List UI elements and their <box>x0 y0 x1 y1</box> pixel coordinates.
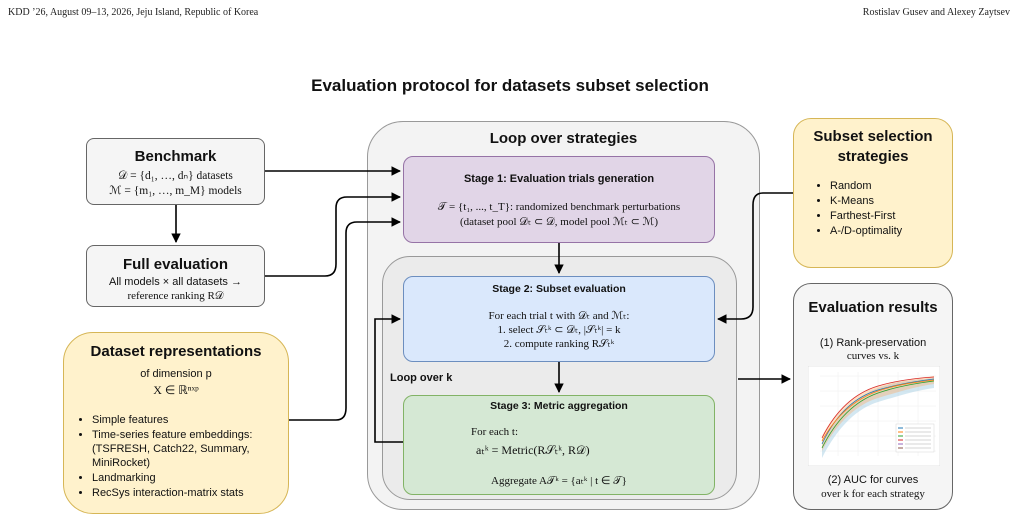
loop-k-label: Loop over k <box>390 372 453 384</box>
representation-item: Time-series feature embeddings: (TSFRESH… <box>92 428 282 470</box>
strategy-item: A-/D-optimality <box>830 224 945 238</box>
stage1-heading: Stage 1: Evaluation trials generation <box>463 173 655 185</box>
benchmark-line1: 𝒟 = {d₁, …, dₙ} datasets <box>118 170 233 182</box>
benchmark-heading: Benchmark <box>134 148 217 165</box>
stage1-box: Stage 1: Evaluation trials generation 𝒯 … <box>403 156 715 243</box>
results-heading: Evaluation results <box>808 299 938 316</box>
stage3-line3: Aggregate A𝒯ᵏ = {aₜᵏ | t ∈ 𝒯} <box>491 475 627 487</box>
results-line1: (1) Rank-preservation <box>819 337 927 349</box>
full-evaluation-box: Full evaluation All models × all dataset… <box>86 245 265 307</box>
results-box: Evaluation results (1) Rank-preservation… <box>793 283 953 510</box>
loop-strategies-heading: Loop over strategies <box>489 130 638 147</box>
stage2-line2: 1. select 𝒮ₜᵏ ⊂ 𝒟ₜ, |𝒮ₜᵏ| = k <box>497 324 621 336</box>
results-line3: (2) AUC for curves <box>827 474 919 486</box>
stage3-heading: Stage 3: Metric aggregation <box>490 400 628 412</box>
representation-item: RecSys interaction-matrix stats <box>92 486 282 500</box>
full-evaluation-line2: reference ranking R𝒟 <box>127 290 224 302</box>
dataset-representations-line1: of dimension p <box>140 368 212 380</box>
results-line4: over k for each strategy <box>821 488 925 500</box>
stage3-box: Stage 3: Metric aggregation For each t: … <box>403 395 715 495</box>
header-authors: Rostislav Gusev and Alexey Zaytsev <box>862 7 1010 18</box>
dataset-representations-heading: Dataset representations <box>90 343 262 360</box>
dataset-representations-line2: X ∈ ℝⁿˣᵖ <box>153 383 199 397</box>
full-evaluation-heading: Full evaluation <box>122 256 228 273</box>
representation-item: Landmarking <box>92 471 282 485</box>
stage2-box: Stage 2: Subset evaluation For each tria… <box>403 276 715 362</box>
stage3-line1: For each t: <box>471 426 519 438</box>
benchmark-box: Benchmark 𝒟 = {d₁, …, dₙ} datasets ℳ = {… <box>86 138 265 205</box>
strategies-list: Random K-Means Farthest-First A-/D-optim… <box>810 179 945 239</box>
figure-title: Evaluation protocol for datasets subset … <box>311 76 709 95</box>
strategies-box: Subset selection strategies Random K-Mea… <box>793 118 953 268</box>
stage1-line2: (dataset pool 𝒟ₜ ⊂ 𝒟, model pool ℳₜ ⊂ ℳ) <box>460 216 658 228</box>
stage2-heading: Stage 2: Subset evaluation <box>492 283 626 295</box>
strategy-item: K-Means <box>830 194 945 208</box>
representation-list: Simple features Time-series feature embe… <box>72 413 282 501</box>
benchmark-line2: ℳ = {m₁, …, m_M} models <box>109 185 242 197</box>
dataset-representations-box: Dataset representations of dimension p X… <box>63 332 289 514</box>
strategies-heading: Subset selection strategies <box>813 128 933 165</box>
strategy-item: Farthest-First <box>830 209 945 223</box>
results-line2: curves vs. k <box>846 350 900 362</box>
representation-item: Simple features <box>92 413 282 427</box>
strategy-item: Random <box>830 179 945 193</box>
stage1-line1: 𝒯 = {t₁, ..., t_T}: randomized benchmark… <box>437 201 681 213</box>
stage2-line3: 2. compute ranking R𝒮ₜᵏ <box>503 338 615 350</box>
stage2-line1: For each trial t with 𝒟ₜ and ℳₜ: <box>488 310 630 322</box>
header-conference: KDD ’26, August 09–13, 2026, Jeju Island… <box>8 7 259 18</box>
stage3-line2: aₜᵏ = Metric(R𝒮ₜᵏ, R𝒟) <box>476 443 590 457</box>
full-evaluation-line1: All models × all datasets → <box>109 276 242 288</box>
rank-preservation-thumbnail <box>808 366 940 466</box>
